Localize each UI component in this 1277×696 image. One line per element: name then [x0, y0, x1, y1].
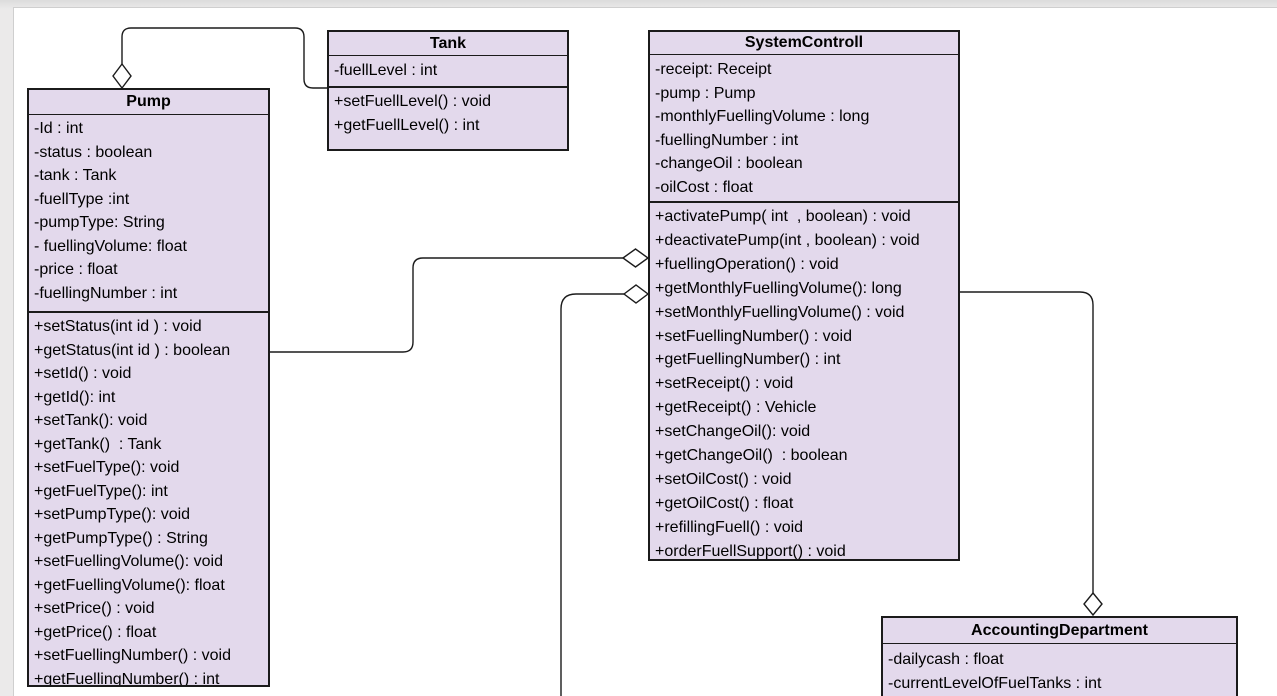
connector-accounting-systemcontroll[interactable] [960, 291, 1103, 617]
connector-line[interactable] [560, 293, 624, 696]
uml-member-row: +getId(): int [34, 388, 116, 406]
uml-member-row: +setTank(): void [34, 412, 148, 429]
uml-member-row: -dailycash : float [888, 651, 1004, 668]
uml-member-row: +setId() : void [34, 365, 132, 382]
uml-member-row: +setMonthlyFuellingVolume() : void [655, 303, 905, 321]
uml-member-row: -price : float [34, 261, 118, 278]
uml-member-row: +setPumpType(): void [34, 506, 191, 523]
uml-member-row: +getOilCost() : float [655, 494, 794, 512]
uml-member-row: +setFuellLevel() : void [334, 93, 491, 110]
uml-member-row: -pumpType: String [34, 214, 165, 231]
uml-member-row: -status : boolean [34, 143, 153, 161]
aggregation-diamond-icon [622, 284, 650, 304]
uml-member-row: +getStatus(int id ) : boolean [34, 341, 231, 359]
connector-line[interactable] [121, 27, 327, 89]
attributes-compartment: -dailycash : float -currentLevelOfFuelTan… [883, 644, 1236, 696]
connector-systemcontroll-offscreen[interactable] [560, 284, 650, 696]
uml-member-row: -oilCost : float [655, 178, 753, 196]
connector-systemcontroll-pump[interactable] [270, 248, 650, 353]
uml-member-row: +refillingFuell() : void [655, 518, 804, 536]
class-title: AccountingDepartment [883, 618, 1236, 644]
uml-member-row: +getPumpType() : String [34, 529, 208, 547]
uml-member-row: +setStatus(int id ) : void [34, 318, 202, 335]
attributes-compartment: -fuellLevel : int [329, 56, 567, 88]
methods-compartment: +setStatus(int id ) : void +getStatus(int… [29, 313, 268, 685]
uml-member-row: +getFuellingNumber() : int [34, 670, 220, 686]
uml-member-row: +getMonthlyFuellingVolume(): long [655, 279, 902, 297]
uml-member-row: - fuellingVolume: float [34, 237, 187, 255]
uml-member-row: +activatePump( int , boolean) : void [655, 208, 911, 225]
class-title: Tank [329, 32, 567, 56]
uml-member-row: -tank : Tank [34, 167, 117, 184]
uml-member-row: +setReceipt() : void [655, 375, 794, 393]
uml-member-row: +setFuellingNumber() : void [34, 647, 231, 664]
uml-member-row: +getFuelType(): int [34, 482, 168, 500]
uml-member-row: -fuellingNumber : int [34, 284, 178, 302]
uml-member-row: +setFuellingNumber() : void [655, 327, 852, 345]
uml-member-row: +orderFuellSupport() : void [655, 542, 846, 559]
uml-member-row: +getPrice() : float [34, 623, 157, 641]
uml-member-row: +getFuellingVolume(): float [34, 576, 225, 594]
connector-line[interactable] [270, 257, 623, 353]
attributes-compartment: -Id : int -status : boolean -tank : Tank -f… [29, 115, 268, 313]
uml-member-row: -fuellLevel : int [334, 62, 438, 80]
uml-member-row: +getFuellingNumber() : int [655, 351, 841, 369]
uml-member-row: +setFuelType(): void [34, 459, 180, 476]
connector-line[interactable] [960, 291, 1094, 593]
uml-member-row: +getChangeOil() : boolean [655, 447, 848, 465]
uml-member-row: -receipt: Receipt [655, 61, 772, 78]
class-accountingdepartment[interactable]: AccountingDepartment -dailycash : float-… [881, 616, 1238, 696]
class-title: Pump [29, 90, 268, 115]
uml-member-row: -currentLevelOfFuelTanks : int [888, 674, 1102, 692]
uml-member-row: -changeOil : boolean [655, 155, 803, 172]
methods-compartment: +activatePump( int , boolean) : void +dea… [650, 203, 958, 559]
class-title: SystemControll [650, 32, 958, 55]
uml-member-row: +setFuellingVolume(): void [34, 553, 223, 570]
uml-member-row: +deactivatePump(int , boolean) : void [655, 231, 920, 249]
uml-member-row: +getReceipt() : Vehicle [655, 399, 817, 417]
connector-pump-tank[interactable] [112, 27, 327, 90]
aggregation-diamond-icon [1083, 591, 1103, 617]
aggregation-diamond-icon [112, 62, 132, 90]
aggregation-diamond-icon [621, 248, 650, 268]
methods-compartment: +setFuellLevel() : void +getFuellLevel() … [329, 88, 567, 149]
uml-member-row: +setPrice() : void [34, 600, 155, 617]
attributes-compartment: -receipt: Receipt -pump : Pump -monthlyFue… [650, 55, 958, 203]
uml-member-row: +getTank() : Tank [34, 435, 162, 453]
uml-member-row: -fuellType :int [34, 190, 130, 208]
uml-member-row: -pump : Pump [655, 84, 756, 102]
uml-member-row: -monthlyFuellingVolume : long [655, 108, 870, 125]
uml-member-row: +fuellingOperation() : void [655, 255, 839, 273]
uml-member-row: +setChangeOil(): void [655, 423, 811, 441]
class-pump[interactable]: Pump -Id : int -status : boolean -tank : T… [27, 88, 270, 687]
uml-member-row: +getFuellLevel() : int [334, 116, 480, 134]
uml-member-row: +setOilCost() : void [655, 470, 792, 488]
class-systemcontroll[interactable]: SystemControll -receipt: Receipt -pump : … [648, 30, 960, 561]
class-tank[interactable]: Tank -fuellLevel : int +setFuellLevel() … [327, 30, 569, 151]
uml-member-row: -fuellingNumber : int [655, 131, 799, 149]
uml-member-row: -Id : int [34, 120, 83, 137]
